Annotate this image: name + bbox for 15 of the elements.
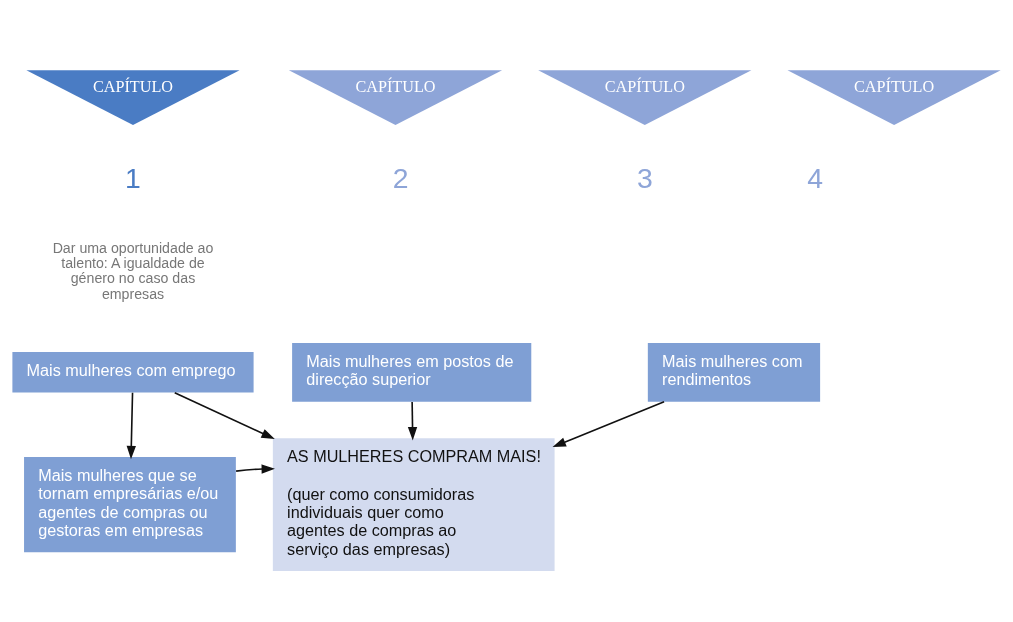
node-label: Dar uma oportunidade ao talento: A igualdade de género no caso das empresas [52,239,214,302]
node-label: 3 [636,161,653,194]
node-box: AS MULHERES COMPRAM MAIS! (quer como consumidoras individuais quer como agentes de compras ao serviço das empresas) [272,437,555,571]
node-box: Mais mulheres que se tornam empresárias e/ou agentes de compras ou gestoras em empresas [24,456,236,552]
arrow [552,400,665,447]
arrow [173,391,275,439]
arrow [235,463,275,474]
node-label: 1 [125,161,141,194]
node-label: 4 [807,161,823,194]
node-box: Mais mulheres em postos de direcção superior [292,342,532,402]
node-box: Mais mulheres com rendimentos [647,342,821,402]
node-label: 2 [392,161,409,194]
arrow [407,400,418,440]
node-box: Mais mulheres com emprego [12,351,254,393]
arrow [126,391,136,459]
